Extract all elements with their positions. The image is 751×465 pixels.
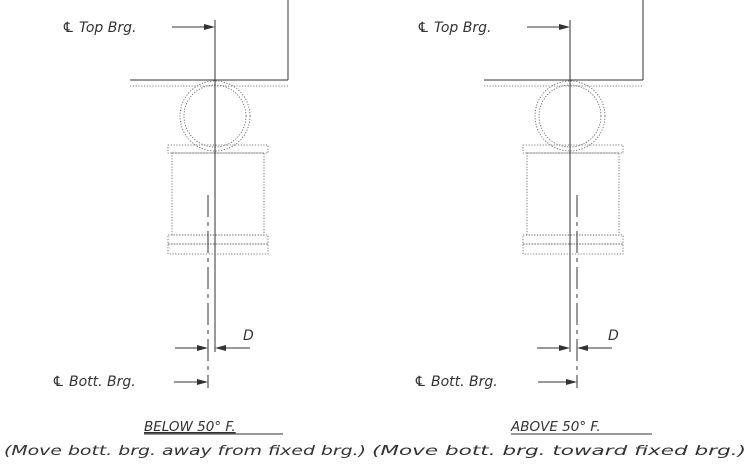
top-brg-label: ℄ Top Brg. bbox=[417, 20, 491, 36]
arrow-icon bbox=[215, 345, 226, 351]
arrow-icon bbox=[566, 379, 577, 385]
arrow-icon bbox=[197, 345, 208, 351]
arrow-icon bbox=[559, 24, 570, 30]
arrow-icon bbox=[559, 345, 570, 351]
condition-title: BELOW 50° F. bbox=[144, 419, 236, 435]
d-label: D bbox=[243, 328, 254, 344]
top-brg-label: ℄ Top Brg. bbox=[62, 20, 136, 36]
top-girder bbox=[130, 0, 289, 87]
top-girder bbox=[484, 0, 644, 87]
diagram-below: ℄ Top Brg. D ℄ Bott. Brg. BELOW 50° F. bbox=[52, 0, 289, 435]
condition-title: ABOVE 50° F. bbox=[510, 419, 601, 435]
bearing-body bbox=[167, 144, 269, 255]
d-label: D bbox=[608, 328, 619, 344]
caption-above: (Move bott. brg. toward fixed brg.) bbox=[372, 443, 746, 459]
bearing-body bbox=[522, 144, 624, 255]
caption-below: (Move bott. brg. away from fixed brg.) bbox=[4, 443, 366, 459]
d-dimension bbox=[537, 345, 612, 351]
arrow-icon bbox=[577, 345, 588, 351]
bott-brg-label: ℄ Bott. Brg. bbox=[52, 374, 136, 390]
d-dimension bbox=[175, 345, 250, 351]
arrow-icon bbox=[197, 379, 208, 385]
bott-brg-label: ℄ Bott. Brg. bbox=[414, 374, 498, 390]
diagram-above: ℄ Top Brg. D ℄ Bott. Brg. ABOVE 50° F. bbox=[414, 0, 652, 435]
arrow-icon bbox=[204, 24, 215, 30]
